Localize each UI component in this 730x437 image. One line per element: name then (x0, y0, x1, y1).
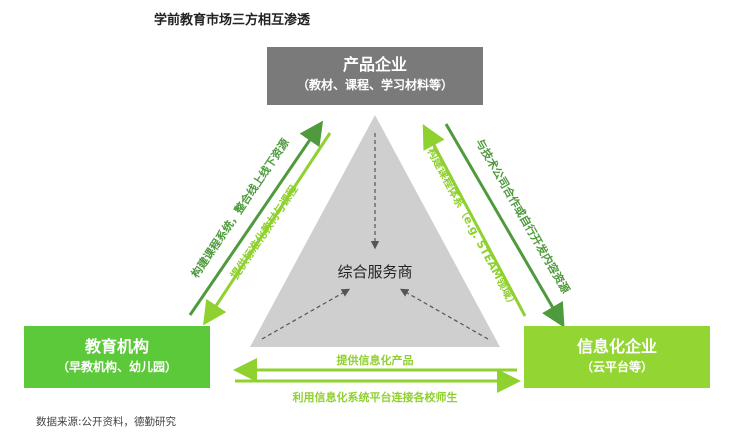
center-label: 综合服务商 (337, 263, 413, 281)
education-institution-subtitle: （早教机构、幼儿园） (56, 360, 177, 374)
education-institution-box: 教育机构 （早教机构、幼儿园） (24, 326, 210, 388)
product-enterprise-subtitle: （教材、课程、学习材料等） (296, 78, 453, 92)
bottom-top-label: 提供信息化产品 (336, 354, 414, 367)
dashed-arrow-right (399, 288, 489, 340)
it-enterprise-title: 信息化企业 (576, 337, 657, 356)
education-institution-title: 教育机构 (84, 337, 149, 356)
bottom-bottom-label: 利用信息化系统平台连接各校师生 (292, 391, 458, 404)
it-enterprise-box: 信息化企业 （云平台等） (524, 326, 710, 388)
product-enterprise-box: 产品企业 （教材、课程、学习材料等） (267, 47, 483, 105)
diagram-title: 学前教育市场三方相互渗透 (154, 13, 311, 28)
right-inner-arrow (422, 124, 527, 317)
left-outer-arrow (188, 120, 324, 316)
it-enterprise-subtitle: （云平台等） (580, 360, 653, 374)
source-note: 数据来源:公开资料，德勤研究 (36, 416, 177, 428)
product-enterprise-title: 产品企业 (342, 55, 407, 74)
dashed-arrow-left (261, 288, 351, 340)
right-outer-arrow (444, 123, 565, 328)
left-inner-arrow (203, 132, 332, 326)
